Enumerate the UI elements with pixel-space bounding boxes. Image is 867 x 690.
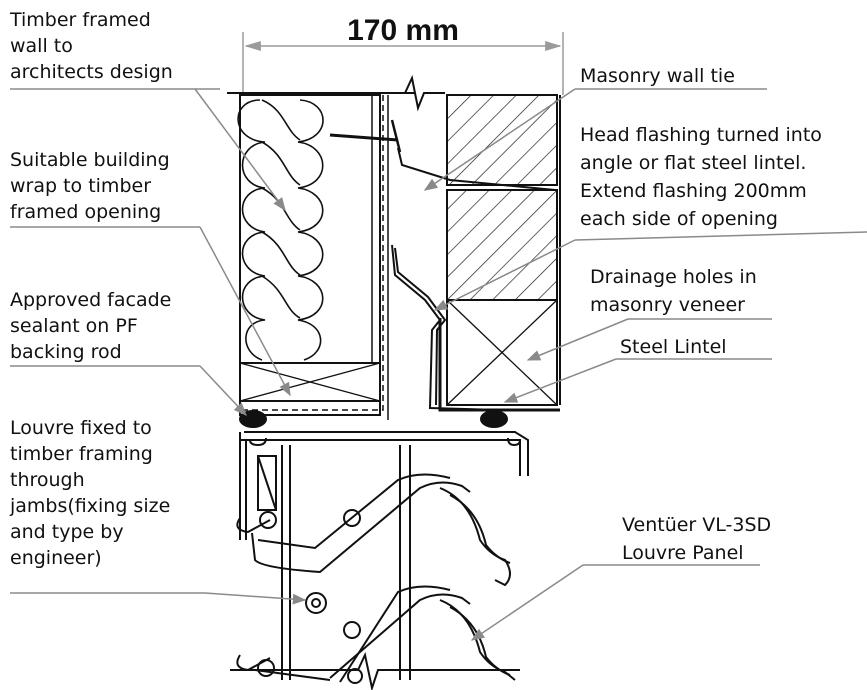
label-facade-sealant: Approved facade sealant on PF backing ro… xyxy=(10,289,177,363)
sealant-beads xyxy=(239,410,508,428)
break-symbol-top xyxy=(395,74,445,112)
masonry-veneer xyxy=(446,94,561,406)
dimension-170mm: 170 mm xyxy=(242,14,564,95)
leader-lines xyxy=(10,88,867,641)
building-wrap xyxy=(242,95,384,411)
label-louvre-fixing: Louvre fixed to timber framing through j… xyxy=(9,417,176,569)
fixing-screw xyxy=(305,592,327,614)
label-masonry-wall-tie: Masonry wall tie xyxy=(580,65,735,87)
label-head-flashing: Head flashing turned into angle or flat … xyxy=(580,124,828,230)
bottom-break xyxy=(230,651,520,690)
timber-wall xyxy=(227,92,415,420)
dimension-label: 170 mm xyxy=(347,14,459,47)
label-drainage-holes: Drainage holes in masonry veneer xyxy=(590,266,763,316)
label-louvre-panel: Ventüer VL-3SD Louvre Panel xyxy=(622,514,777,564)
label-steel-lintel: Steel Lintel xyxy=(620,336,727,358)
label-timber-framed-wall: Timber framed wall to architects design xyxy=(9,9,173,83)
louvre-frame xyxy=(236,431,529,684)
label-building-wrap: Suitable building wrap to timber framed … xyxy=(10,149,176,223)
steel-lintel xyxy=(438,318,560,412)
